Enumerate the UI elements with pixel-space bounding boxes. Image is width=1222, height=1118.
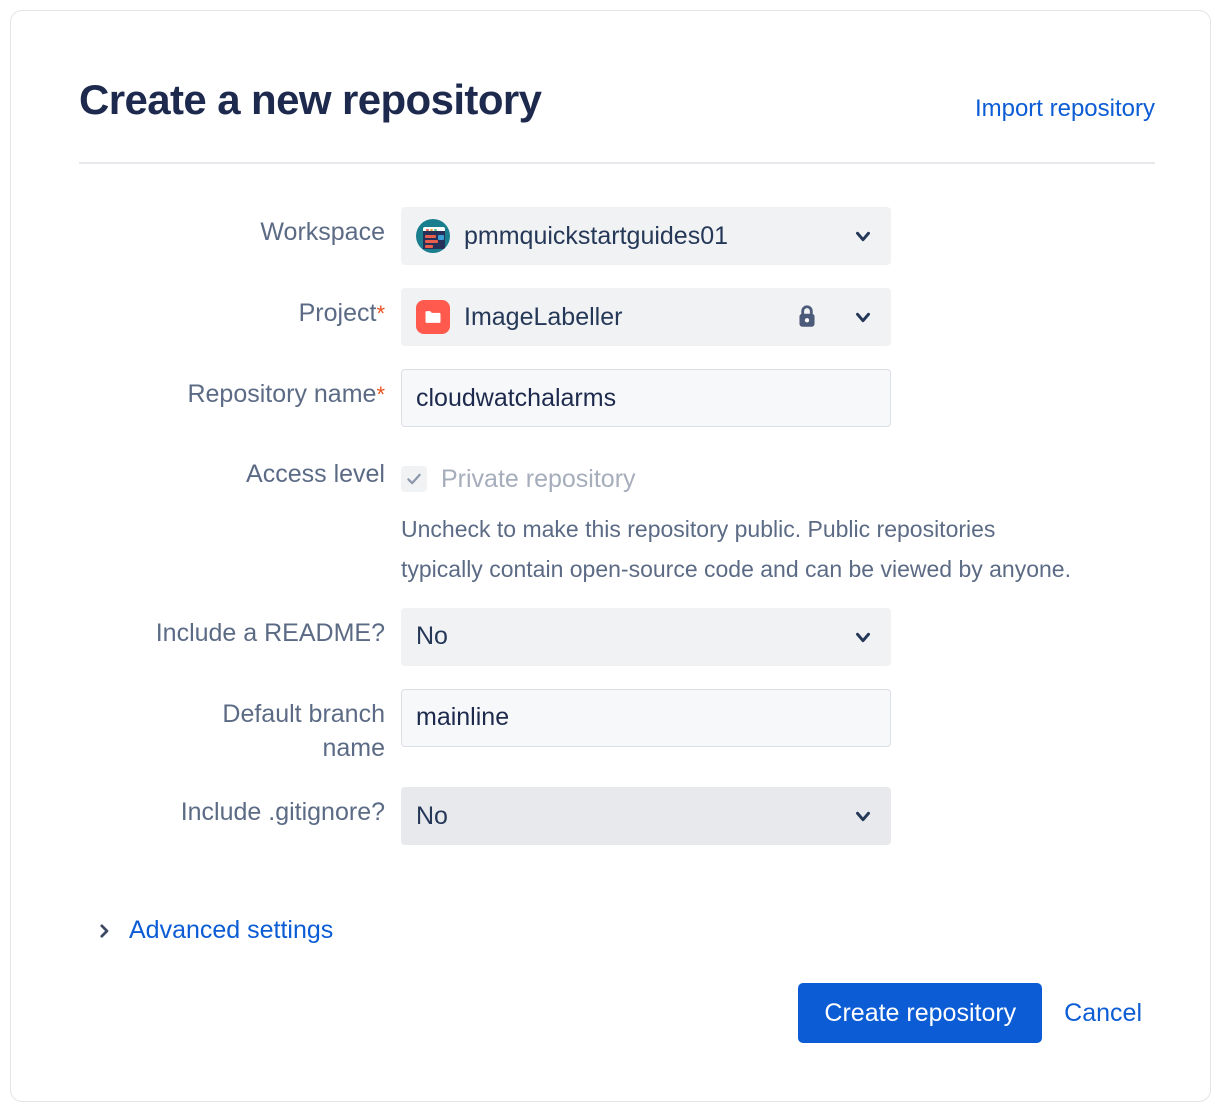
cancel-button[interactable]: Cancel: [1064, 998, 1142, 1027]
lock-icon: [794, 303, 820, 331]
field-row-default-branch-name: Default branch name mainline: [11, 688, 1210, 766]
field-row-include-gitignore: Include .gitignore? No: [11, 787, 1210, 846]
dialog-header: Create a new repository Import repositor…: [79, 73, 1155, 165]
advanced-settings-label: Advanced settings: [129, 916, 334, 944]
include-readme-label: Include a README?: [155, 618, 385, 647]
create-repository-form: Workspace pmmquickstartguides01: [11, 207, 1210, 846]
access-level-label: Access level: [246, 460, 385, 488]
dialog-actions: Create repository Cancel: [798, 983, 1142, 1043]
include-gitignore-value: No: [416, 801, 448, 830]
chevron-down-icon: [852, 225, 874, 247]
default-branch-name-input[interactable]: mainline: [401, 688, 891, 747]
field-row-repository-name: Repository name* cloudwatchalarms: [11, 369, 1210, 427]
chevron-down-icon: [852, 626, 874, 648]
private-repository-checkbox-label: Private repository: [441, 464, 636, 493]
create-repository-dialog: Create a new repository Import repositor…: [10, 10, 1211, 1102]
chevron-down-icon: [852, 805, 874, 827]
repository-name-label: Repository name*: [187, 380, 385, 408]
include-gitignore-select[interactable]: No: [401, 787, 891, 846]
include-readme-select[interactable]: No: [401, 607, 891, 666]
advanced-settings-toggle[interactable]: Advanced settings: [95, 916, 333, 945]
repository-name-input[interactable]: cloudwatchalarms: [401, 369, 891, 427]
chevron-down-icon: [852, 306, 874, 328]
project-value: ImageLabeller: [464, 302, 623, 331]
workspace-value: pmmquickstartguides01: [464, 221, 729, 250]
include-gitignore-label: Include .gitignore?: [180, 798, 385, 827]
default-branch-name-value: mainline: [416, 703, 510, 732]
workspace-select[interactable]: pmmquickstartguides01: [401, 207, 891, 265]
access-level-helper-text: Uncheck to make this repository public. …: [401, 516, 1071, 583]
include-readme-value: No: [416, 622, 448, 651]
page-title: Create a new repository: [79, 76, 542, 123]
field-row-workspace: Workspace pmmquickstartguides01: [11, 207, 1210, 265]
project-label: Project*: [298, 299, 385, 327]
import-repository-link[interactable]: Import repository: [974, 95, 1155, 122]
field-row-include-readme: Include a README? No: [11, 607, 1210, 666]
default-branch-name-label: Default branch name: [222, 699, 385, 762]
private-repository-checkbox-row[interactable]: Private repository: [401, 449, 1210, 507]
header-divider: [79, 162, 1155, 164]
project-required-marker: *: [376, 301, 385, 326]
field-row-access-level: Access level Private repository Uncheck …: [11, 449, 1210, 590]
workspace-dashboard-avatar-icon: [416, 219, 450, 253]
field-row-project: Project* ImageLabeller: [11, 288, 1210, 346]
repository-name-required-marker: *: [376, 382, 385, 407]
private-repository-checkbox[interactable]: [401, 466, 427, 492]
project-select[interactable]: ImageLabeller: [401, 288, 891, 346]
repository-name-value: cloudwatchalarms: [416, 383, 617, 412]
chevron-right-icon: [95, 922, 113, 940]
project-folder-avatar-icon: [416, 300, 450, 334]
create-repository-button[interactable]: Create repository: [798, 983, 1043, 1043]
workspace-label: Workspace: [260, 218, 385, 246]
